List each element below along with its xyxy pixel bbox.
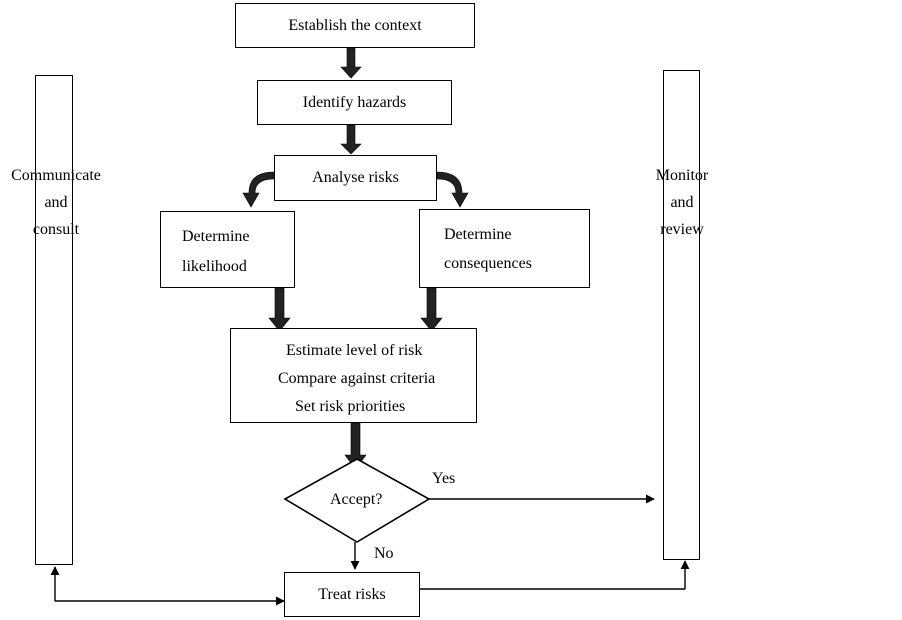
communicate-consult-bar bbox=[35, 75, 73, 565]
arrow-analyse-to-likelihood bbox=[242, 171, 275, 208]
monitor-line-1: Monitor bbox=[655, 167, 709, 184]
monitor-review-label: Monitor and review bbox=[642, 162, 722, 243]
communicate-line-2: and bbox=[44, 194, 68, 211]
monitor-review-bar bbox=[663, 70, 700, 560]
communicate-consult-label: Communicate and consult bbox=[6, 162, 106, 243]
compare-criteria-label: Compare against criteria bbox=[278, 370, 436, 387]
treat-risks-label: Treat risks bbox=[318, 585, 386, 603]
analyse-risks-box: Analyse risks bbox=[274, 155, 437, 201]
communicate-line-1: Communicate bbox=[11, 167, 101, 184]
arrow-establish-to-identify bbox=[340, 47, 362, 79]
accept-label: Accept? bbox=[330, 491, 383, 508]
identify-hazards-box: Identify hazards bbox=[257, 80, 452, 125]
establish-context-label: Establish the context bbox=[288, 16, 422, 34]
no-label: No bbox=[374, 545, 394, 562]
communicate-line-3: consult bbox=[32, 221, 80, 238]
estimate-risk-box: Estimate level of risk Compare against c… bbox=[230, 328, 477, 423]
consequences-line-1: Determine bbox=[444, 226, 512, 243]
likelihood-line-1: Determine bbox=[182, 228, 250, 245]
identify-hazards-label: Identify hazards bbox=[302, 93, 407, 111]
determine-consequences-box: Determine consequences bbox=[419, 209, 590, 288]
monitor-line-3: review bbox=[660, 221, 704, 238]
accept-decision-diamond bbox=[283, 458, 431, 543]
arrow-identify-to-analyse bbox=[340, 124, 362, 155]
arrow-analyse-to-consequences bbox=[436, 171, 469, 208]
yes-label: Yes bbox=[432, 470, 456, 487]
determine-likelihood-box: Determine likelihood bbox=[160, 211, 295, 288]
arrow-likelihood-to-estimate bbox=[268, 287, 291, 332]
establish-context-box: Establish the context bbox=[235, 3, 475, 48]
likelihood-line-2: likelihood bbox=[182, 258, 247, 275]
treat-risks-box: Treat risks bbox=[284, 572, 420, 617]
monitor-line-2: and bbox=[670, 194, 694, 211]
analyse-risks-label: Analyse risks bbox=[312, 169, 399, 186]
arrow-consequences-to-estimate bbox=[420, 287, 443, 332]
set-priorities-label: Set risk priorities bbox=[295, 398, 406, 415]
estimate-level-label: Estimate level of risk bbox=[286, 342, 423, 359]
consequences-line-2: consequences bbox=[444, 255, 532, 272]
